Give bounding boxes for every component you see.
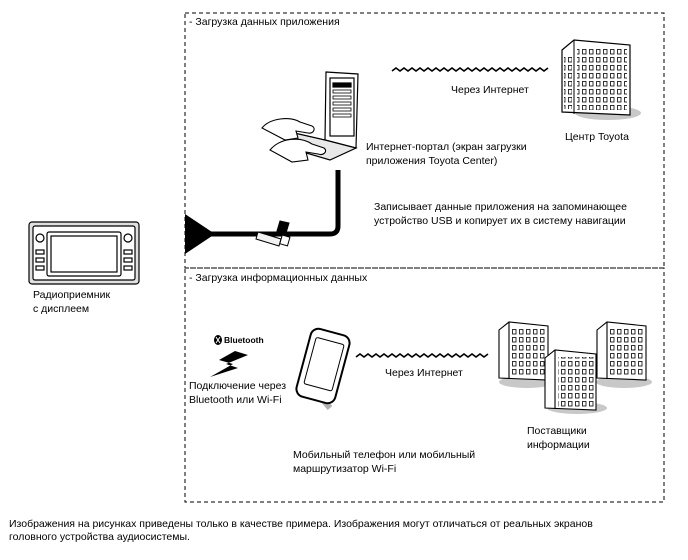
info-data-frame — [184, 267, 665, 503]
radio-display-icon — [28, 221, 140, 285]
via-internet-top-label: Через Интернет — [451, 84, 529, 96]
portal-label-line2: приложения Toyota Center) — [366, 155, 497, 167]
info-data-title: - Загрузка информационных данных — [189, 272, 368, 284]
bluetooth-logo-text: Bluetooth — [224, 335, 264, 345]
info-providers-buildings-icon — [498, 321, 652, 414]
internet-link-top — [391, 67, 549, 72]
typing-hands-icon — [261, 118, 327, 163]
portal-label-line1: Интернет-портал (экран загрузки — [366, 141, 527, 153]
internet-link-bottom — [355, 353, 489, 358]
footnote-line2: головного устройства аудиосистемы. — [9, 531, 190, 543]
usb-label-line1: Записывает данные приложения на запомина… — [374, 201, 627, 213]
usb-stick-icon — [255, 220, 291, 247]
footnote-line1: Изображения на рисунках приведены только… — [9, 518, 593, 530]
radio-label-line1: Радиоприемник — [33, 289, 110, 301]
toyota-center-building-icon — [561, 39, 641, 120]
transfer-arrow — [185, 170, 341, 254]
providers-label-line1: Поставщики — [527, 425, 587, 437]
footnote: Изображения на рисунках приведены только… — [9, 518, 679, 544]
bt-label-line2: Bluetooth или Wi-Fi — [189, 394, 282, 406]
bluetooth-icon: Bluetooth — [214, 335, 264, 345]
providers-label-line2: информации — [527, 439, 590, 451]
via-internet-bottom-label: Через Интернет — [385, 367, 463, 379]
wireless-bolt-icon — [210, 351, 248, 377]
usb-label-line2: устройство USB и копирует их в систему н… — [374, 215, 626, 227]
phone-label-line1: Мобильный телефон или мобильный — [293, 449, 475, 461]
toyota-center-label: Центр Toyota — [565, 131, 629, 143]
app-data-title: - Загрузка данных приложения — [189, 16, 340, 28]
bt-label-line1: Подключение через — [189, 380, 286, 392]
phone-label-line2: маршрутизатор Wi-Fi — [293, 463, 396, 475]
smartphone-icon — [295, 327, 351, 410]
radio-label-line2: с дисплеем — [33, 303, 89, 315]
